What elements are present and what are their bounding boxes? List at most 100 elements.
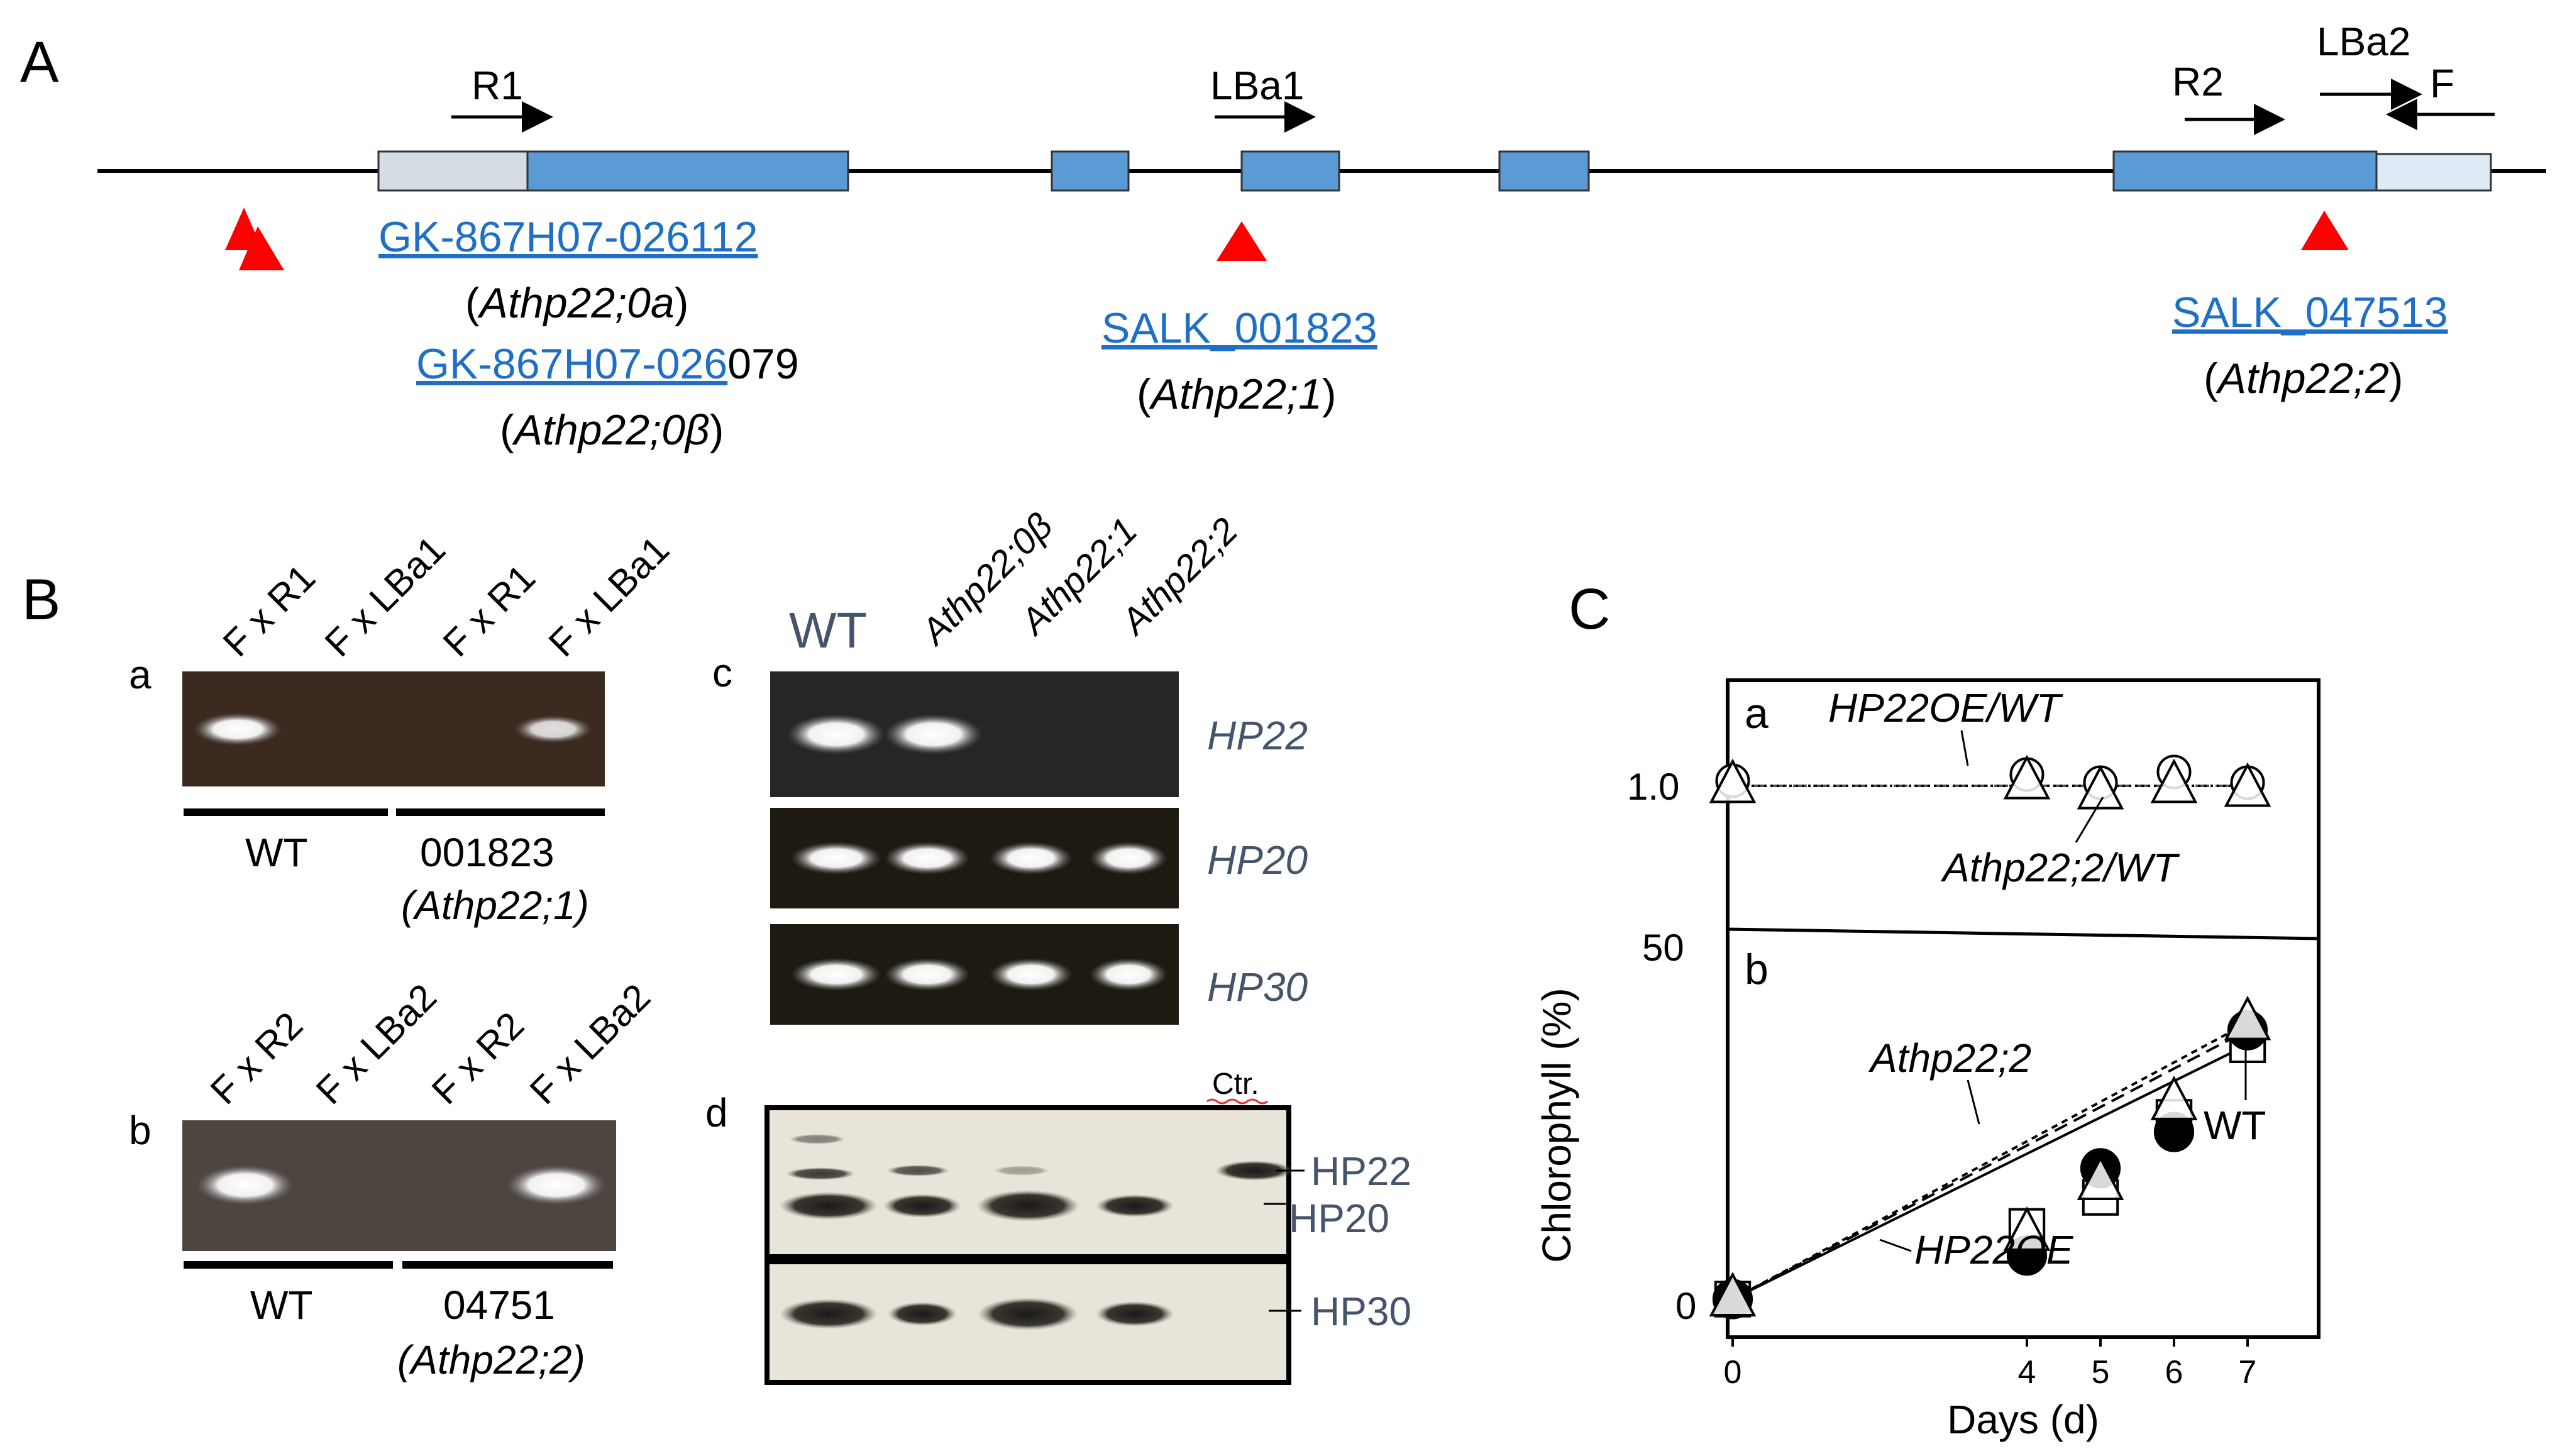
gel-c-hp30-band-3 <box>990 958 1073 991</box>
chart-c-divider <box>1727 927 2319 940</box>
chart-c-leader-athp22-2 <box>1967 1079 1980 1125</box>
chart-c-b-line-0 <box>1732 1044 2248 1301</box>
chart-c-label-athp22-2: Athp22;2 <box>1868 1035 2031 1081</box>
gel-b-lane-labels: F x R2 F x LBa2 F x R2 F x LBa2 <box>202 976 658 1112</box>
utr5-box <box>377 150 529 192</box>
chart-c-sub-a-letter: a <box>1745 690 1769 737</box>
blot-d-bottom-hp30-1 <box>780 1299 878 1329</box>
chart-c-xtick-label-0: 0 <box>1724 1354 1742 1391</box>
allele-salk-047513-id[interactable]: SALK_047513 <box>2172 289 2448 336</box>
gel-b-lane-2: F x LBa2 <box>308 976 444 1112</box>
gel-c-hp20-band-2 <box>885 842 970 874</box>
chart-c-b-point-2-1 <box>2003 1206 2051 1251</box>
gel-c-gene-hp20: HP20 <box>1207 837 1308 883</box>
gel-b-lane-3: F x R2 <box>424 1004 532 1112</box>
exon-4 <box>1498 150 1590 192</box>
chart-c-b-point-2-4 <box>2224 995 2271 1040</box>
blot-d-band-hp30: HP30 <box>1311 1289 1411 1334</box>
blot-d-top-hp22-3 <box>993 1166 1050 1176</box>
gel-c-hp22-band-2 <box>885 714 983 754</box>
panel-a: A R1 LBa1 R2 LBa2 F GK-867H07-026112 (At… <box>20 19 2546 454</box>
allele-salk-001823-name: (Athp22;1) <box>1137 370 1337 418</box>
gel-c-gene-hp30: HP30 <box>1207 964 1308 1010</box>
gel-b-band-4 <box>506 1165 607 1205</box>
panel-a-letter: A <box>20 30 59 94</box>
blot-d-top-hp22-2 <box>886 1165 949 1176</box>
gel-a-group1-label: WT <box>245 830 308 875</box>
gel-a-lane-1: F x R1 <box>215 556 323 665</box>
blot-d-top-hp20-3 <box>976 1190 1079 1222</box>
chart-c-ylabel: Chlorophyll (%) <box>1534 988 1579 1262</box>
allele-salk-047513-name: (Athp22;2) <box>2204 355 2403 402</box>
blot-d-band-hp20: HP20 <box>1289 1196 1389 1241</box>
allele-salk-001823-id[interactable]: SALK_001823 <box>1101 304 1377 352</box>
chart-c-subplot-b-series <box>1709 995 2271 1320</box>
blot-d-top-hp20-1 <box>780 1192 878 1220</box>
gel-a-group2-line1: 001823 <box>420 830 555 875</box>
chart-c-xlabel: Days (d) <box>1947 1397 2099 1442</box>
chart-c-ytick-b-0: 0 <box>1675 1285 1696 1327</box>
allele-gk-026079-name: (Athp22;0β) <box>500 406 724 454</box>
gel-a-band-1 <box>194 713 282 746</box>
chart-c-label-wt: WT <box>2204 1103 2266 1148</box>
blot-d-bottom-hp30-4 <box>1096 1301 1174 1326</box>
chart-c-label-hp22oe: HP22OE <box>1914 1227 2074 1272</box>
chart-c-b-point-2-0 <box>1709 1272 1757 1316</box>
gel-b-band-1 <box>196 1165 294 1205</box>
gel-a-lane-labels: F x R1 F x LBa1 F x R1 F x LBa1 <box>215 528 677 665</box>
chart-c-leader-hp22oe-wt <box>1960 730 1969 766</box>
gel-c-lane-labels: Athp22;0β Athp22;1 Athp22;2 <box>912 505 1245 654</box>
chart-c-a-point-1-4 <box>2224 762 2271 807</box>
exon-5 <box>2112 150 2378 192</box>
gel-c-hp30-band-4 <box>1090 958 1167 991</box>
blot-d-ctr-label: Ctr. <box>1212 1067 1259 1101</box>
chart-c-leader-athp22-2-wt <box>2075 797 2104 843</box>
blot-d-ctr-underline <box>1206 1098 1268 1105</box>
chart-c-label-hp22oe-wt: HP22OE/WT <box>1828 685 2063 731</box>
chart-c-leader-hp22oe <box>1879 1238 1912 1252</box>
blot-d-top-hp20-2 <box>883 1194 961 1218</box>
chart-c-xtick-label-3: 6 <box>2165 1354 2183 1391</box>
gel-b-group1-label: WT <box>250 1282 313 1328</box>
chart-c-ytick-b-50: 50 <box>1642 927 1684 969</box>
gel-c-gene-hp22: HP22 <box>1207 713 1308 758</box>
panel-c-letter: C <box>1569 577 1610 641</box>
chart-c-xtick-label-4: 7 <box>2239 1354 2257 1391</box>
utr3-box <box>2375 153 2492 192</box>
gel-c-hp30-band-1 <box>791 958 881 991</box>
gel-a-lane-3: F x R1 <box>435 556 543 665</box>
blot-d-letter: d <box>705 1090 728 1135</box>
insertion-salk-047513 <box>2301 211 2349 250</box>
gel-c-hp22-band-1 <box>787 714 885 754</box>
panel-b-letter: B <box>22 568 60 632</box>
gel-c-lane-1: WT <box>789 602 867 658</box>
gel-a-lane-4: F x LBa1 <box>541 528 677 665</box>
allele-gk-026079-id[interactable]: GK-867H07-026079 <box>416 340 799 388</box>
gel-c-letter: c <box>712 650 732 695</box>
gel-a-letter: a <box>129 652 152 697</box>
gel-a-band-4 <box>514 715 592 743</box>
insertion-gk-2 <box>239 226 284 270</box>
blot-d-bottom-hp30-2 <box>888 1302 957 1326</box>
exon-2 <box>1051 150 1130 192</box>
gel-b-lane-4: F x LBa2 <box>522 976 658 1112</box>
blot-d-top-image <box>764 1105 1291 1259</box>
panel-c: C a b 1.0 50 0 Chlorophyll (%) Days (d) … <box>1534 577 2320 1442</box>
blot-d-top-hp22-1 <box>786 1167 855 1180</box>
insertion-salk-001823 <box>1217 221 1267 261</box>
blot-d-band-hp22: HP22 <box>1311 1149 1411 1194</box>
chart-c-ytick-a-1: 1.0 <box>1627 766 1679 808</box>
gel-a-lane-2: F x LBa1 <box>317 528 453 665</box>
gel-b-group2-line1: 04751 <box>443 1282 555 1328</box>
chart-c-a-point-1-1 <box>2003 754 2051 800</box>
gel-a-group2-line2: (Athp22;1) <box>401 883 589 928</box>
blot-d-top-hp20-4 <box>1096 1194 1174 1217</box>
primer-r1-label: R1 <box>472 63 523 108</box>
exon-1 <box>526 150 849 192</box>
blot-d-bottom-hp30-3 <box>978 1298 1078 1330</box>
primer-lba2-label: LBa2 <box>2317 19 2410 64</box>
gel-b-letter: b <box>129 1108 152 1153</box>
allele-gk-026112-id[interactable]: GK-867H07-026112 <box>378 213 758 261</box>
